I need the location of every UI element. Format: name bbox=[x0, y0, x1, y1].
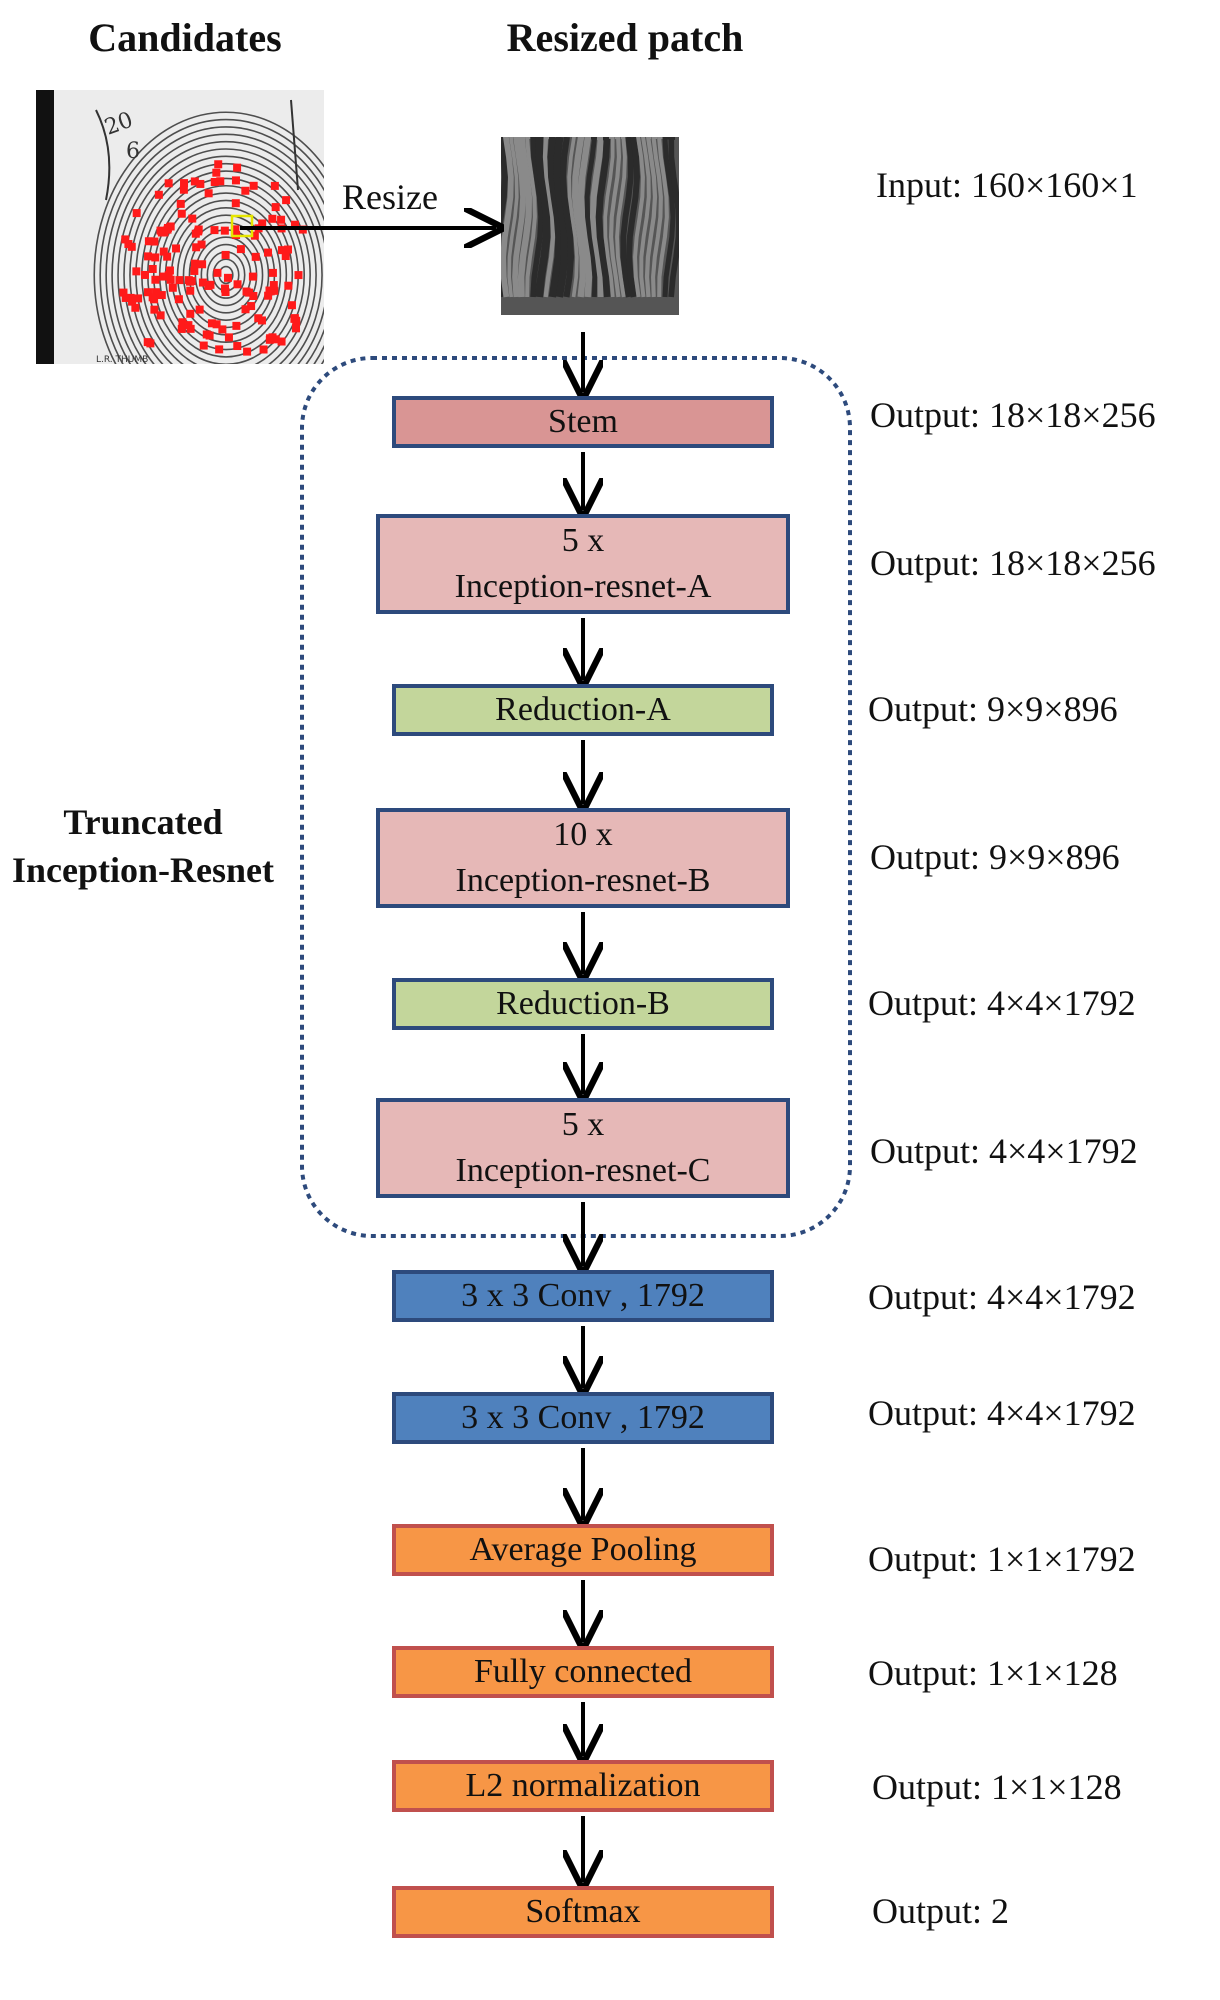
truncated-inception-resnet-label: Truncated Inception-Resnet bbox=[0, 798, 286, 894]
average-pooling-label: Average Pooling bbox=[469, 1531, 697, 1568]
output-label-inception-a: Output: 18×18×256 bbox=[870, 543, 1156, 583]
inception-a-label: Inception-resnet-A bbox=[454, 568, 712, 605]
inception-resnet-b-block: 10 x Inception-resnet-B bbox=[376, 808, 790, 908]
output-label-fully-connected: Output: 1×1×128 bbox=[868, 1653, 1118, 1693]
l2-normalization-block: L2 normalization bbox=[392, 1760, 774, 1812]
fingerprint-caption: L.R. THUMB bbox=[96, 355, 148, 364]
reduction-a-block: Reduction-A bbox=[392, 684, 774, 736]
conv-2-label: 3 x 3 Conv , 1792 bbox=[461, 1399, 705, 1436]
fingerprint-mark-b: 6 bbox=[126, 139, 140, 164]
output-label-softmax: Output: 2 bbox=[872, 1891, 1010, 1931]
reduction-a-label: Reduction-A bbox=[495, 691, 671, 728]
softmax-block: Softmax bbox=[392, 1886, 774, 1938]
conv-block-2: 3 x 3 Conv , 1792 bbox=[392, 1392, 774, 1444]
inception-b-repeat: 10 x bbox=[553, 816, 613, 853]
inception-resnet-c-block: 5 x Inception-resnet-C bbox=[376, 1098, 790, 1198]
l2-normalization-label: L2 normalization bbox=[465, 1767, 701, 1804]
fully-connected-block: Fully connected bbox=[392, 1646, 774, 1698]
reduction-b-block: Reduction-B bbox=[392, 978, 774, 1030]
stem-label: Stem bbox=[548, 403, 618, 440]
side-label-line1: Truncated bbox=[63, 802, 223, 842]
output-label-stem: Output: 18×18×256 bbox=[870, 395, 1156, 435]
output-label-average-pooling: Output: 1×1×1792 bbox=[868, 1539, 1136, 1579]
resized-patch-image bbox=[501, 137, 679, 315]
conv-block-1: 3 x 3 Conv , 1792 bbox=[392, 1270, 774, 1322]
input-label: Input: 160×160×1 bbox=[876, 165, 1138, 205]
output-label-inception-c: Output: 4×4×1792 bbox=[870, 1131, 1138, 1171]
inception-b-label: Inception-resnet-B bbox=[455, 862, 711, 899]
side-label-line2: Inception-Resnet bbox=[12, 850, 274, 890]
resized-patch-header: Resized patch bbox=[506, 15, 744, 60]
fully-connected-label: Fully connected bbox=[473, 1653, 693, 1690]
conv-1-label: 3 x 3 Conv , 1792 bbox=[461, 1277, 705, 1314]
truncated-block-border bbox=[300, 356, 852, 1238]
inception-c-label: Inception-resnet-C bbox=[455, 1152, 711, 1189]
candidates-header: Candidates bbox=[88, 15, 282, 60]
output-label-reduction-a: Output: 9×9×896 bbox=[868, 689, 1118, 729]
output-label-l2-normalization: Output: 1×1×128 bbox=[872, 1767, 1122, 1807]
output-label-conv-2: Output: 4×4×1792 bbox=[868, 1393, 1136, 1433]
softmax-label: Softmax bbox=[525, 1893, 641, 1930]
output-label-conv-1: Output: 4×4×1792 bbox=[868, 1277, 1136, 1317]
stem-block: Stem bbox=[392, 396, 774, 448]
resize-label: Resize bbox=[342, 177, 438, 217]
average-pooling-block: Average Pooling bbox=[392, 1524, 774, 1576]
inception-a-repeat: 5 x bbox=[561, 522, 605, 559]
output-label-reduction-b: Output: 4×4×1792 bbox=[868, 983, 1136, 1023]
output-label-inception-b: Output: 9×9×896 bbox=[870, 837, 1120, 877]
inception-c-repeat: 5 x bbox=[561, 1106, 605, 1143]
reduction-b-label: Reduction-B bbox=[496, 985, 670, 1022]
inception-resnet-a-block: 5 x Inception-resnet-A bbox=[376, 514, 790, 614]
